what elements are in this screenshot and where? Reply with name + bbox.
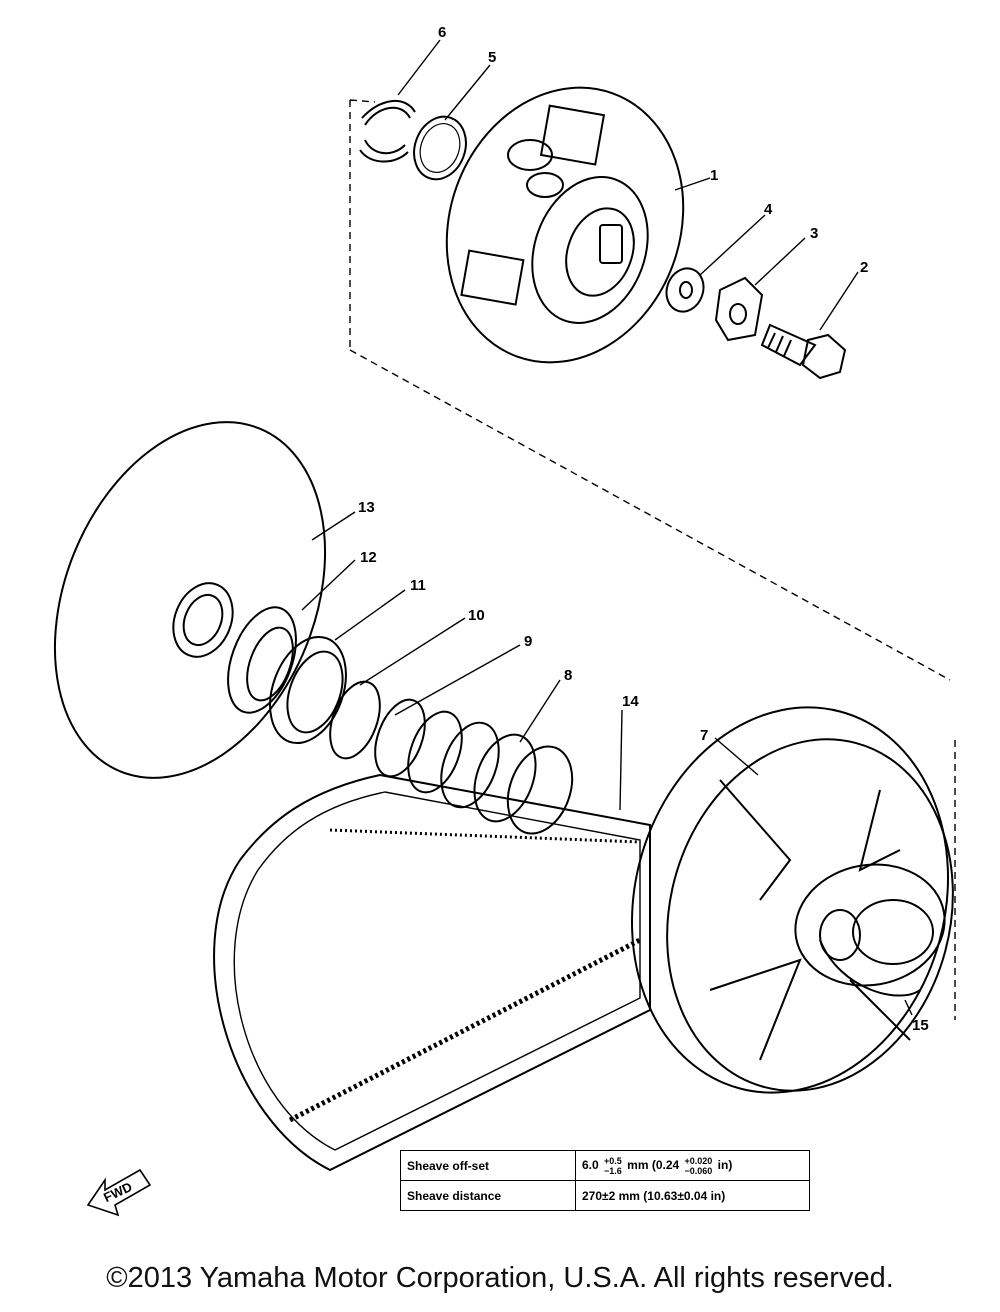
callout-6: 6 <box>438 24 446 41</box>
offset-main: 6.0 <box>582 1157 599 1172</box>
assembly-boundary-lines <box>349 99 956 1020</box>
callout-4: 4 <box>764 201 773 218</box>
secondary-sheave <box>631 706 954 1094</box>
movable-sheave-disc <box>53 421 327 779</box>
callout-3: 3 <box>810 225 818 242</box>
drive-belt <box>213 773 651 1172</box>
spec-label-offset: Sheave off-set <box>400 1150 576 1181</box>
callout-15: 15 <box>912 1017 929 1034</box>
offset-tol-plus: +0.5 <box>604 1155 622 1166</box>
lock-plate <box>714 276 764 342</box>
clip-pieces <box>359 99 416 163</box>
spec-row-distance: Sheave distance 270±2 mm (10.63±0.04 in) <box>400 1180 810 1211</box>
spec-row-offset: Sheave off-set 6.0 +0.5 −1.6 mm (0.24 +0… <box>400 1150 810 1181</box>
callout-5: 5 <box>488 49 496 66</box>
hub <box>819 939 921 997</box>
spec-table: Sheave off-set 6.0 +0.5 −1.6 mm (0.24 +0… <box>400 1150 810 1211</box>
callout-8: 8 <box>564 667 572 684</box>
spec-label-distance: Sheave distance <box>400 1180 576 1211</box>
fwd-arrow-icon <box>86 1168 152 1217</box>
copyright-notice: ©2013 Yamaha Motor Corporation, U.S.A. A… <box>106 1262 894 1294</box>
circlip <box>413 115 467 181</box>
leader-lines <box>301 39 913 1016</box>
bearing-and-collar <box>227 606 381 760</box>
offset-mm-tolerance: +0.5 −1.6 <box>604 1156 622 1176</box>
fwd-label: FWD <box>101 1179 134 1205</box>
callout-10: 10 <box>468 607 485 624</box>
offset-in-minus: −0.060 <box>684 1165 713 1176</box>
offset-in-plus: +0.020 <box>684 1155 713 1166</box>
offset-in-tolerance: +0.020 −0.060 <box>685 1156 713 1176</box>
callout-numbers: 6 5 1 4 3 2 13 12 11 10 9 8 14 7 15 <box>358 24 929 1034</box>
offset-tol-minus: −1.6 <box>604 1165 622 1176</box>
spec-value-offset: 6.0 +0.5 −1.6 mm (0.24 +0.020 −0.060 in) <box>575 1150 810 1181</box>
washer <box>665 267 705 313</box>
callout-2: 2 <box>860 259 868 276</box>
callout-14: 14 <box>622 693 639 710</box>
exploded-parts-diagram: FWD 6 5 1 4 3 2 13 12 11 10 9 8 14 7 15 <box>53 24 956 1217</box>
fixed-sheave-plate <box>445 86 685 364</box>
offset-unit: mm (0.24 <box>627 1157 680 1172</box>
offset-in-unit: in) <box>717 1157 733 1172</box>
bolt <box>760 323 847 380</box>
callout-11: 11 <box>410 577 426 594</box>
callout-9: 9 <box>524 633 532 650</box>
compression-spring <box>374 698 574 835</box>
callout-1: 1 <box>710 167 718 184</box>
callout-12: 12 <box>360 549 377 566</box>
callout-7: 7 <box>700 727 708 744</box>
spec-value-distance: 270±2 mm (10.63±0.04 in) <box>575 1180 810 1211</box>
callout-13: 13 <box>358 499 375 516</box>
